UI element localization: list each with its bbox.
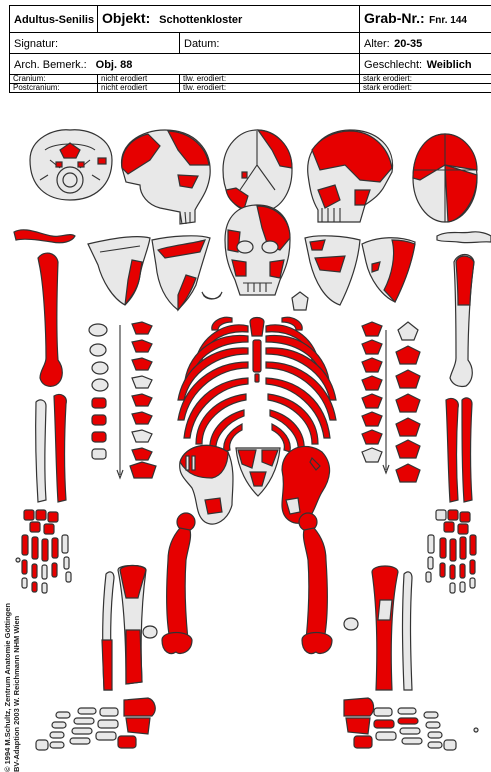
cranium-partly-eroded: tlw. erodiert:	[183, 75, 226, 84]
grave-label: Grab-Nr.:	[364, 10, 425, 26]
skull-left-lateral-view[interactable]	[122, 130, 211, 224]
vertebrae-right-column[interactable]	[362, 322, 420, 482]
skull-superior-view[interactable]	[413, 134, 477, 222]
grave-value: Fnr. 144	[429, 15, 467, 26]
cranium-partly-cell[interactable]: tlw. erodiert:	[180, 75, 360, 84]
skull-right-lateral-view[interactable]	[308, 130, 393, 222]
sternum[interactable]	[250, 318, 264, 383]
skull-anterior-view[interactable]	[225, 205, 290, 295]
grave-cell[interactable]: Grab-Nr.: Fnr. 144	[360, 6, 491, 33]
tibia-fibula-left[interactable]	[102, 566, 146, 691]
object-label: Objekt:	[102, 10, 150, 26]
foot-right[interactable]	[344, 698, 456, 750]
vertebrae-left-column[interactable]	[89, 322, 156, 478]
age-category: Adultus-Senilis	[14, 14, 94, 26]
hand-right[interactable]	[426, 510, 476, 593]
postcranium-heavily-eroded: stark erodiert:	[363, 84, 412, 93]
sesamoid-right	[474, 728, 478, 732]
header-form: Adultus-Senilis Objekt: Schottenkloster …	[9, 5, 491, 93]
age-value: 20-35	[394, 38, 422, 50]
remark-cell[interactable]: Arch. Bemerk.: Obj. 88	[10, 54, 360, 75]
postcranium-label: Postcranium:	[13, 84, 60, 93]
scapula-right-anterior[interactable]	[362, 238, 415, 302]
sex-label: Geschlecht:	[364, 59, 422, 71]
sex-cell[interactable]: Geschlecht: Weiblich	[360, 54, 491, 75]
patella-left[interactable]	[143, 626, 157, 638]
age-category-cell: Adultus-Senilis	[10, 6, 98, 33]
atlas-axis[interactable]	[292, 292, 308, 310]
postcranium-not-eroded-cell[interactable]: nicht erodiert	[98, 84, 180, 93]
sex-value: Weiblich	[427, 59, 472, 71]
ribs-right[interactable]	[266, 317, 336, 452]
postcranium-partly-cell[interactable]: tlw. erodiert:	[180, 84, 360, 93]
clavicle-right[interactable]	[437, 232, 491, 243]
radius-ulna-left[interactable]	[36, 394, 67, 502]
postcranium-heavily-cell[interactable]: stark erodiert:	[360, 84, 491, 93]
credits: © 1994 M.Schultz, Zentrum Anatomie Götti…	[3, 552, 27, 772]
cranium-heavily-eroded: stark erodiert:	[363, 75, 412, 84]
hyoid[interactable]	[202, 292, 222, 299]
cranium-label: Cranium:	[13, 75, 45, 84]
postcranium-label-cell: Postcranium:	[10, 84, 98, 93]
scapula-left-anterior[interactable]	[88, 237, 150, 305]
sacrum[interactable]	[236, 448, 280, 496]
scapula-left-posterior[interactable]	[152, 236, 210, 310]
cranium-label-cell: Cranium:	[10, 75, 98, 84]
os-coxae-right[interactable]	[282, 446, 330, 523]
age-cell[interactable]: Alter: 20-35	[360, 33, 491, 54]
os-coxae-left[interactable]	[180, 445, 233, 524]
object-cell[interactable]: Objekt: Schottenkloster	[98, 6, 360, 33]
femur-right[interactable]	[299, 513, 332, 654]
cranium-not-eroded-cell[interactable]: nicht erodiert	[98, 75, 180, 84]
patella-right[interactable]	[344, 618, 358, 630]
humerus-left[interactable]	[38, 253, 62, 386]
femur-left[interactable]	[162, 513, 195, 654]
signature-cell[interactable]: Signatur:	[10, 33, 180, 54]
clavicle-left[interactable]	[14, 230, 75, 243]
date-label: Datum:	[184, 38, 219, 50]
hand-left[interactable]	[22, 510, 71, 593]
remark-value: Obj. 88	[96, 59, 133, 71]
radius-ulna-right[interactable]	[446, 398, 472, 502]
cranium-heavily-cell[interactable]: stark erodiert:	[360, 75, 491, 84]
tibia-fibula-right[interactable]	[372, 566, 412, 690]
skeleton-diagram	[0, 125, 491, 762]
cranium-not-eroded: nicht erodiert	[101, 75, 147, 84]
foot-left[interactable]	[36, 698, 155, 750]
scapula-right-posterior[interactable]	[305, 236, 360, 305]
credits-line-1: © 1994 M.Schultz, Zentrum Anatomie Götti…	[3, 552, 12, 772]
humerus-right[interactable]	[450, 255, 474, 387]
postcranium-not-eroded: nicht erodiert	[101, 84, 147, 93]
postcranium-partly-eroded: tlw. erodiert:	[183, 84, 226, 93]
object-value: Schottenkloster	[159, 14, 242, 26]
age-label: Alter:	[364, 38, 390, 50]
remark-label: Arch. Bemerk.:	[14, 59, 87, 71]
credits-line-2: BV-Adaption 2003 W. Reichmann NHM Wien	[12, 552, 21, 772]
ribs-left[interactable]	[178, 317, 248, 452]
skull-posterior-view[interactable]	[223, 130, 292, 210]
date-cell[interactable]: Datum:	[180, 33, 360, 54]
skull-inferior-view[interactable]	[30, 130, 112, 200]
signature-label: Signatur:	[14, 38, 58, 50]
